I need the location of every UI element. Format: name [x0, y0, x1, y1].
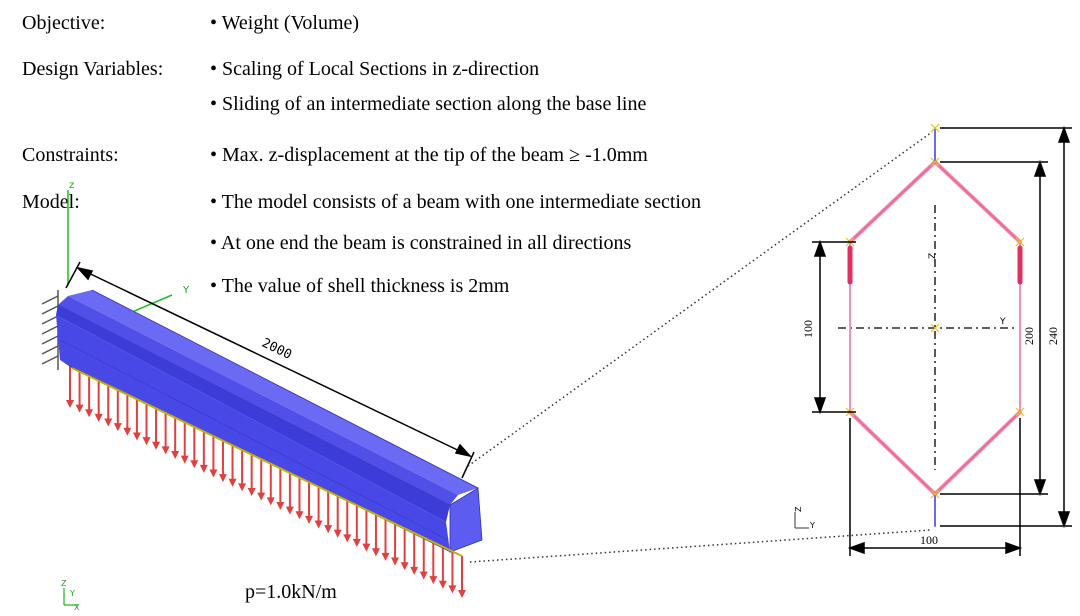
- triad-x-label: X: [74, 603, 80, 612]
- load-arrow-head: [295, 511, 304, 520]
- load-arrow-head: [85, 409, 94, 418]
- load-arrow-head: [362, 543, 371, 552]
- load-arrow-head: [448, 585, 457, 594]
- load-arrow-head: [419, 571, 428, 580]
- objective-item: • Weight (Volume): [210, 12, 360, 34]
- section-triad-y-label: Y: [809, 521, 815, 530]
- dim-total-height-label: 240: [1046, 327, 1060, 345]
- section-axis-y-label: Y: [999, 317, 1006, 327]
- section-triad-z-label: Z: [794, 506, 803, 512]
- load-arrow-head: [333, 529, 342, 538]
- load-arrow-head: [324, 525, 333, 534]
- load-arrow-head: [352, 539, 361, 548]
- load-arrow-head: [199, 464, 208, 473]
- load-arrow-head: [180, 455, 189, 464]
- load-arrow-head: [247, 488, 256, 497]
- beam-body: [56, 289, 483, 557]
- load-arrow-head: [429, 576, 438, 585]
- load-arrow-head: [171, 450, 180, 459]
- load-arrow-head: [314, 520, 323, 529]
- load-label: p=1.0kN/m: [245, 581, 337, 603]
- load-arrow-head: [209, 469, 218, 478]
- load-arrow-head: [458, 590, 466, 598]
- design-variables-label: Design Variables:: [22, 58, 164, 80]
- triad-y-label: Y: [69, 589, 75, 598]
- dim-inner-height-label: 100: [801, 320, 815, 338]
- load-arrow-head: [285, 506, 294, 515]
- fixed-support: [41, 290, 59, 370]
- length-dimension: [65, 261, 475, 479]
- constraint-item: • Max. z-displacement at the tip of the …: [210, 144, 648, 166]
- dim-width-label: 100: [920, 533, 938, 547]
- model-item: • At one end the beam is constrained in …: [210, 232, 632, 254]
- model-item: • The value of shell thickness is 2mm: [210, 275, 510, 297]
- section-triad: [794, 512, 809, 529]
- section-axis-z-label: Z: [928, 253, 938, 259]
- load-arrow-head: [75, 404, 84, 413]
- load-arrow-head: [391, 557, 400, 566]
- load-arrow-head: [276, 501, 285, 510]
- load-arrow-head: [381, 552, 390, 561]
- load-arrow-head: [228, 478, 237, 487]
- section-dimensions: [812, 125, 1072, 556]
- load-arrow-head: [113, 423, 122, 432]
- load-arrow-head: [142, 437, 151, 446]
- load-arrow-head: [438, 580, 447, 589]
- load-arrow-head: [371, 548, 380, 557]
- load-arrow-head: [400, 562, 409, 571]
- beam-axis-z-label: z: [69, 180, 74, 191]
- load-arrow-head: [410, 566, 419, 575]
- load-arrow-head: [305, 515, 314, 524]
- load-arrow-head: [190, 460, 199, 469]
- beam-axis-y-label: Y: [182, 285, 190, 296]
- load-arrow-head: [266, 497, 275, 506]
- load-arrow-head: [218, 474, 227, 483]
- dim-height-label: 200: [1022, 327, 1036, 345]
- load-arrow-head: [123, 427, 132, 436]
- constraints-label: Constraints:: [22, 144, 119, 166]
- load-arrow-head: [152, 441, 161, 450]
- load-arrow-head: [66, 400, 74, 408]
- load-arrow-head: [238, 483, 247, 492]
- distributed-load: [66, 366, 466, 598]
- global-triad: [63, 588, 78, 606]
- triad-z-label: Z: [61, 579, 67, 588]
- objective-label: Objective:: [22, 12, 106, 34]
- section-axes: [838, 205, 1015, 470]
- projection-line: [467, 131, 933, 467]
- load-arrow-head: [161, 446, 170, 455]
- load-arrow-head: [132, 432, 141, 441]
- load-arrow-head: [257, 492, 266, 501]
- projection-line: [469, 529, 931, 563]
- length-dimension-label: 2000: [259, 336, 294, 363]
- load-arrow-head: [94, 413, 103, 422]
- design-variable-item: • Sliding of an intermediate section alo…: [210, 93, 647, 115]
- load-arrow-head: [343, 534, 352, 543]
- load-arrow-head: [104, 418, 113, 427]
- model-item: • The model consists of a beam with one …: [210, 191, 701, 213]
- model-label: Model:: [22, 191, 80, 213]
- design-variable-item: • Scaling of Local Sections in z-directi…: [210, 58, 540, 80]
